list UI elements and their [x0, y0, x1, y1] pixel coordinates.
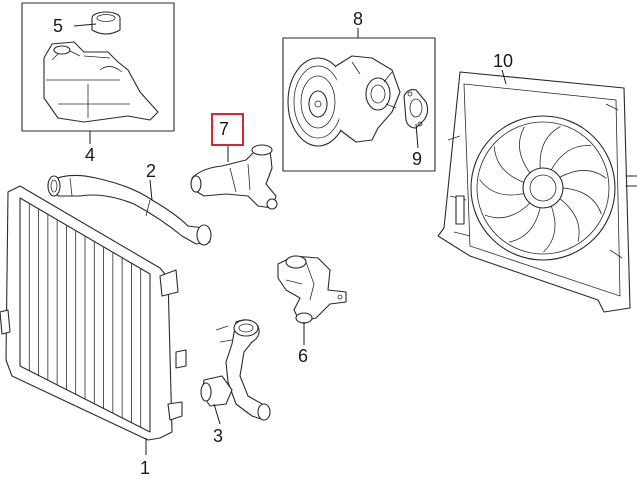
- fan-blade-line: [484, 202, 531, 219]
- water-pump-group: [282, 37, 436, 172]
- reservoir-tank-drawing: [43, 41, 159, 123]
- fan-blade-line: [519, 126, 531, 174]
- fan-blade-line: [479, 179, 524, 196]
- pump-gasket-drawing: [403, 89, 429, 129]
- fan-blade-line: [493, 146, 524, 183]
- fan-blade-line: [543, 206, 556, 253]
- thermostat-housing-drawing: [277, 255, 347, 324]
- callout-10[interactable]: 10: [493, 51, 514, 71]
- fan-blade-line: [559, 198, 580, 242]
- callout-7-highlight: [211, 113, 244, 146]
- water-pump-drawing: [287, 55, 401, 147]
- callout-7[interactable]: 7: [219, 119, 230, 139]
- callout-5[interactable]: 5: [53, 16, 64, 36]
- water-outlet-drawing: [190, 144, 278, 210]
- fan-blade-line: [539, 126, 561, 169]
- callout-4[interactable]: 4: [85, 145, 96, 165]
- callout-8[interactable]: 8: [353, 9, 364, 29]
- fan-blade-line: [550, 145, 592, 171]
- callout-9[interactable]: 9: [412, 149, 423, 169]
- upper-hose-drawing: [47, 174, 212, 246]
- fan-blade-line: [508, 207, 541, 243]
- callout-1[interactable]: 1: [140, 458, 151, 478]
- callout-2[interactable]: 2: [146, 161, 157, 181]
- reservoir-cap-drawing: [91, 11, 121, 35]
- coolant-reservoir-group: [21, 2, 175, 132]
- fan-blade-line: [562, 187, 602, 215]
- fan-blade-line: [559, 170, 607, 179]
- callout-3[interactable]: 3: [213, 426, 224, 446]
- lower-hose-drawing: [200, 319, 271, 421]
- callout-6[interactable]: 6: [298, 346, 309, 366]
- leader-lines: [73, 23, 507, 455]
- radiator-drawing: [0, 185, 187, 441]
- fan-assembly-drawing: [437, 71, 637, 313]
